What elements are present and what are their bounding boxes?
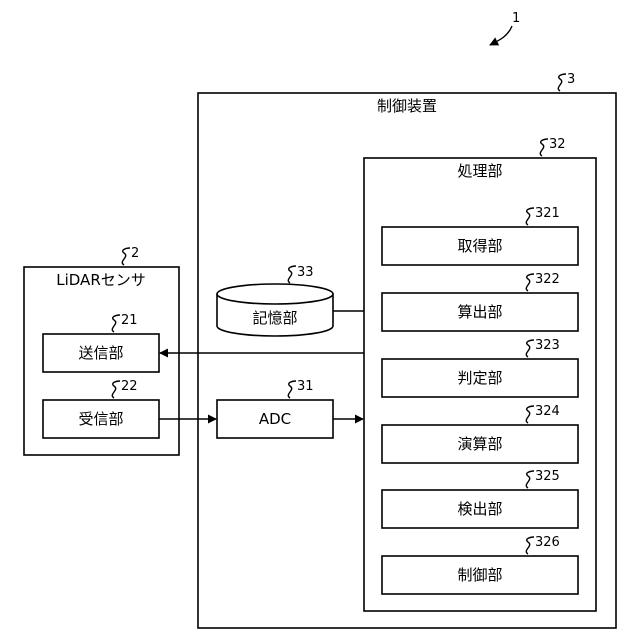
figure-ref-arrow xyxy=(490,26,512,45)
sub-unit-ref: 324 xyxy=(535,404,560,419)
control-device-ref-leader xyxy=(558,74,566,91)
storage-unit-ref: 33 xyxy=(297,265,314,280)
storage-unit-label: 記憶部 xyxy=(252,309,297,327)
adc-label: ADC xyxy=(259,410,291,428)
sub-unit-label: 判定部 xyxy=(457,369,502,387)
storage-cylinder-top xyxy=(217,284,333,304)
adc-ref: 31 xyxy=(297,379,314,394)
sub-unit-label: 取得部 xyxy=(457,237,502,255)
control-device-label: 制御装置 xyxy=(377,97,437,115)
sub-unit-label: 算出部 xyxy=(457,303,502,321)
figure-ref-1: 1 xyxy=(512,11,520,26)
transmitter-ref: 21 xyxy=(121,313,138,328)
processing-unit-ref: 32 xyxy=(549,137,566,152)
sub-unit-label: 制御部 xyxy=(457,566,502,584)
sub-unit-label: 検出部 xyxy=(457,500,502,518)
sub-unit-ref: 325 xyxy=(535,469,560,484)
receiver-label: 受信部 xyxy=(78,410,123,428)
sub-unit-ref: 323 xyxy=(535,338,560,353)
lidar-sensor-label: LiDARセンサ xyxy=(56,271,146,289)
control-device-ref: 3 xyxy=(567,72,575,87)
sub-unit-ref: 321 xyxy=(535,206,560,221)
lidar-sensor-ref-leader xyxy=(122,248,130,265)
sub-unit-ref: 322 xyxy=(535,272,560,287)
sub-unit-ref: 326 xyxy=(535,535,560,550)
lidar-sensor-ref: 2 xyxy=(131,246,139,261)
sub-unit-label: 演算部 xyxy=(457,435,502,453)
receiver-ref: 22 xyxy=(121,379,138,394)
transmitter-label: 送信部 xyxy=(78,344,123,362)
processing-unit-label: 処理部 xyxy=(457,162,502,180)
